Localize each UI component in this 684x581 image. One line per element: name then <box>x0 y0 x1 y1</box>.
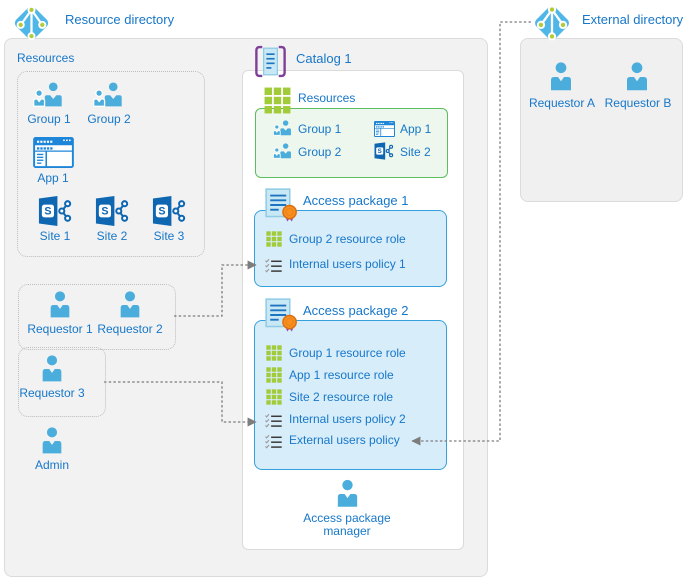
ap2-row-5-label: External users policy <box>289 433 400 447</box>
resource-role-grid-icon <box>266 345 282 361</box>
resource-role-grid-icon <box>266 367 282 383</box>
resource-role-grid-icon <box>266 389 282 405</box>
person-icon <box>546 60 576 93</box>
requestor-1-label: Requestor 1 <box>27 322 93 336</box>
person-icon <box>38 353 66 384</box>
site-2-label: Site 2 <box>96 229 128 243</box>
resources-section-label: Resources <box>17 51 75 65</box>
person-icon <box>116 289 144 320</box>
sharepoint-site-icon <box>94 195 129 227</box>
group-1-label: Group 1 <box>27 112 71 126</box>
app-icon <box>33 137 74 168</box>
requestor-3-label: Requestor 3 <box>19 386 85 400</box>
admin-label: Admin <box>34 458 69 472</box>
sharepoint-site-icon <box>373 142 394 160</box>
sharepoint-site-icon <box>151 195 186 227</box>
policy-checklist-icon <box>264 413 283 428</box>
access-package-1-title: Access package 1 <box>303 193 409 208</box>
apm-line-2: manager <box>323 524 371 538</box>
group-2-label: Group 2 <box>87 112 131 126</box>
app-icon <box>374 121 395 137</box>
resource-grid-icon <box>264 87 291 114</box>
access-package-manager-label: Access package manager <box>287 512 407 538</box>
catalog-title: Catalog 1 <box>296 51 352 66</box>
person-icon <box>622 60 652 93</box>
requestor-1-2-dotted-group <box>18 284 176 350</box>
access-package-icon <box>265 298 299 332</box>
resource-directory-title: Resource directory <box>65 12 175 27</box>
requestor-b-label: Requestor B <box>604 96 672 110</box>
catalog-group-1-label: Group 1 <box>298 122 342 136</box>
catalog-resources-label: Resources <box>298 91 356 105</box>
ap2-row-4-label: Internal users policy 2 <box>289 412 406 426</box>
person-icon <box>333 478 362 509</box>
requestor-a-label: Requestor A <box>528 96 596 110</box>
resource-role-grid-icon <box>266 231 282 247</box>
apm-line-1: Access package <box>303 511 391 525</box>
external-directory-box <box>520 38 683 202</box>
ap2-row-3-label: Site 2 resource role <box>289 390 394 404</box>
catalog-icon <box>252 45 289 78</box>
catalog-site-2-label: Site 2 <box>400 145 431 159</box>
group-icon <box>273 143 293 160</box>
resources-dotted-group <box>17 71 205 257</box>
person-icon <box>46 289 74 320</box>
group-icon <box>33 82 65 109</box>
sharepoint-site-icon <box>37 195 72 227</box>
access-package-icon <box>265 188 299 222</box>
policy-checklist-icon <box>264 434 283 449</box>
catalog-group-2-label: Group 2 <box>298 145 342 159</box>
azure-ad-directory-icon <box>529 0 575 46</box>
group-icon <box>273 120 293 137</box>
site-1-label: Site 1 <box>39 229 71 243</box>
catalog-app-1-label: App 1 <box>400 122 432 136</box>
policy-checklist-icon <box>264 258 283 273</box>
ap2-row-2-label: App 1 resource role <box>289 368 394 382</box>
site-3-label: Site 3 <box>153 229 185 243</box>
group-icon <box>93 82 125 109</box>
person-icon <box>38 425 66 456</box>
access-package-2-title: Access package 2 <box>303 303 409 318</box>
ap2-row-1-label: Group 1 resource role <box>289 346 406 360</box>
external-directory-title: External directory <box>582 12 684 27</box>
ap1-row-2-label: Internal users policy 1 <box>289 257 406 271</box>
azure-ad-directory-icon <box>9 0 54 46</box>
ap1-row-1-label: Group 2 resource role <box>289 232 406 246</box>
requestor-2-label: Requestor 2 <box>97 322 163 336</box>
app-1-label: App 1 <box>37 171 69 185</box>
